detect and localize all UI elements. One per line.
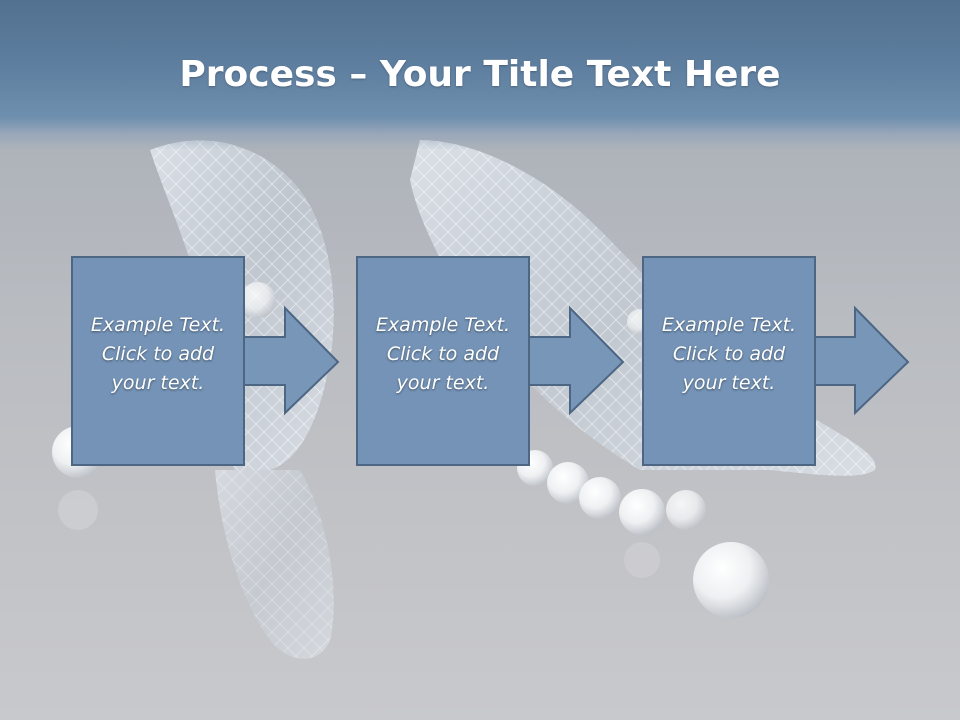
slide-title[interactable]: Process – Your Title Text Here xyxy=(0,52,960,98)
title-bar xyxy=(0,0,960,150)
title-rest-text: – Your Title Text Here xyxy=(336,54,781,95)
title-bold-text: Process xyxy=(179,54,337,95)
